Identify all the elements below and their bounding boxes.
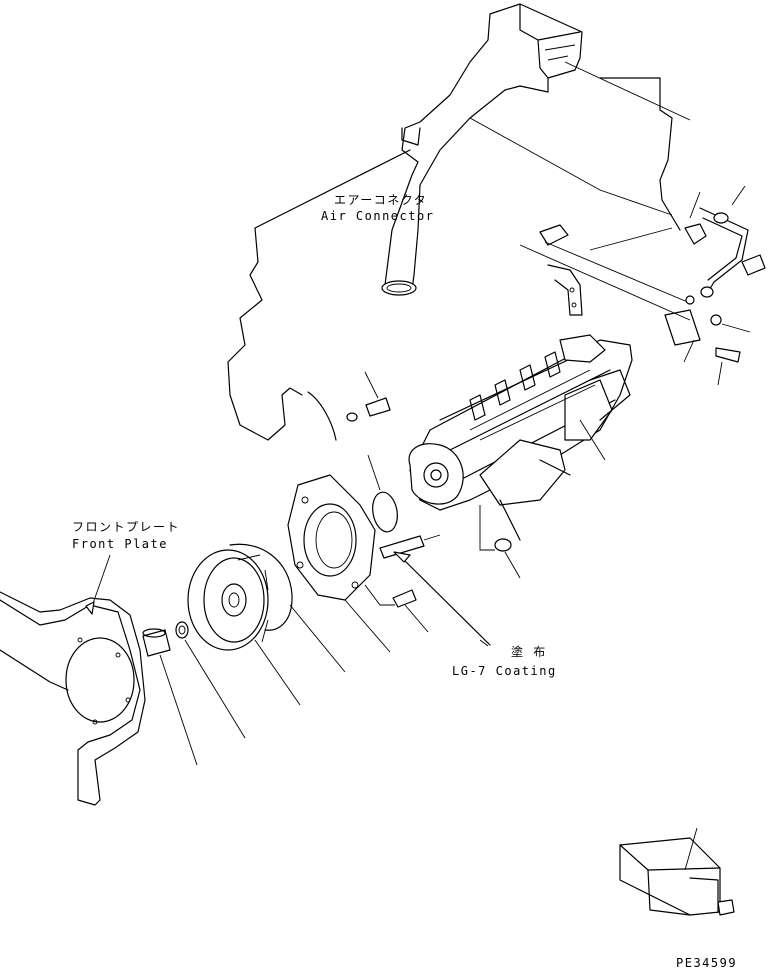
air-connector-label-en: Air Connector xyxy=(321,209,435,223)
injection-pump xyxy=(408,334,633,579)
leader-lines-top xyxy=(469,61,691,321)
air-connector-part xyxy=(381,3,583,296)
gasket-ring xyxy=(229,543,346,673)
collar-sleeve xyxy=(142,628,198,766)
coating-leader xyxy=(479,639,489,647)
engine-block-outline xyxy=(227,77,681,441)
o-ring xyxy=(367,454,398,533)
drawing-number: PE34599 xyxy=(676,956,738,970)
bolt-lower xyxy=(392,589,429,633)
gear-washer xyxy=(175,621,246,739)
front-plate-label-en: Front Plate xyxy=(72,537,168,551)
coating-label-jp: 塗 布 xyxy=(511,645,547,659)
coating-label-en: LG-7 Coating xyxy=(452,664,557,678)
bracket-parts xyxy=(539,185,766,386)
front-plate-label-jp: フロントプレート xyxy=(72,520,181,534)
bolt-and-washer xyxy=(307,371,391,441)
air-connector-label-jp: エアーコネクタ xyxy=(334,193,428,207)
pump-adapter-housing xyxy=(287,474,395,653)
shaft-inset xyxy=(619,827,735,916)
drive-gear xyxy=(187,549,301,706)
stud-bolt xyxy=(379,534,491,646)
front-plate xyxy=(0,554,146,806)
